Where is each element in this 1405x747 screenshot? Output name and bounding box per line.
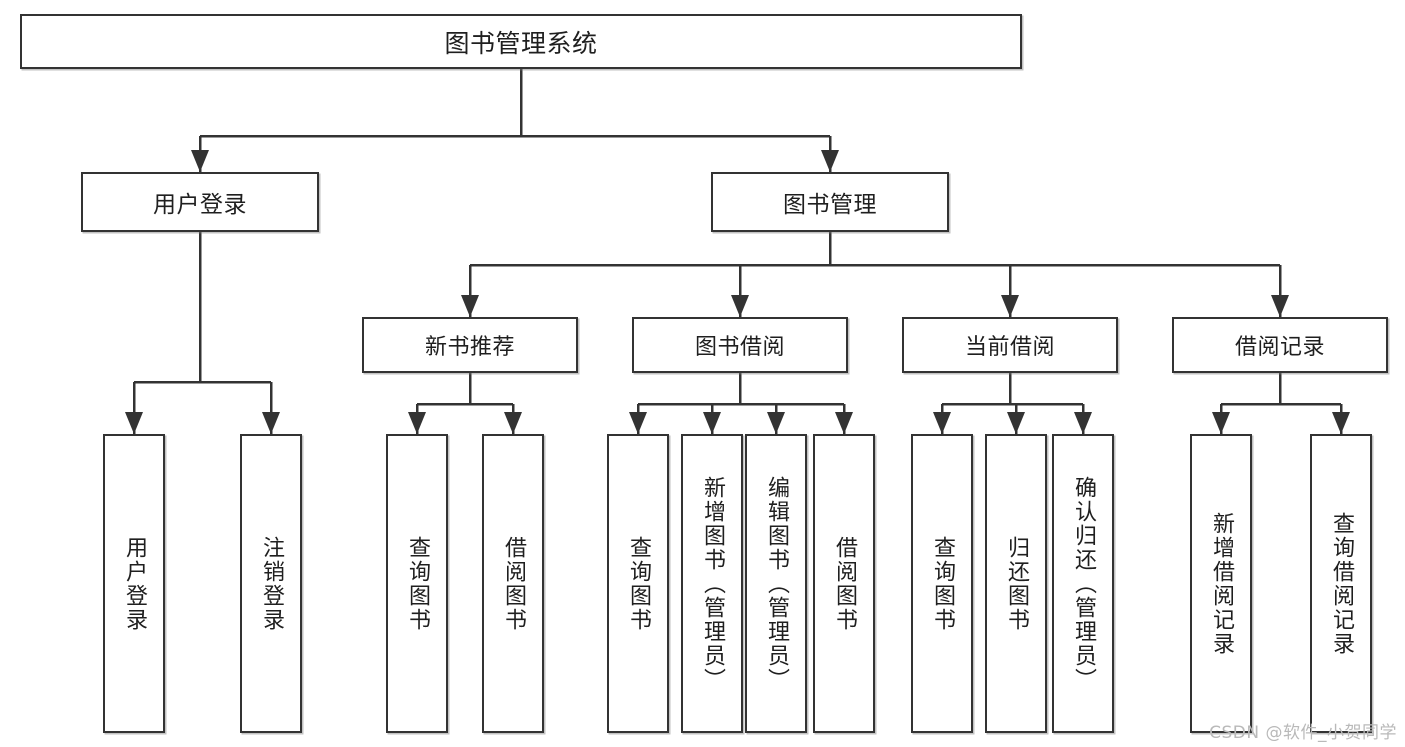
node-leaf-query-record[interactable]: 查询借阅记录 [1310,434,1372,733]
node-label-user-login: 用户登录 [153,192,247,218]
node-label-leaf-query-record: 查询借阅记录 [1329,511,1354,656]
arrowhead-book-borrow-0 [629,412,647,434]
arrowhead-root-1 [821,150,839,172]
node-leaf-add-record[interactable]: 新增借阅记录 [1190,434,1252,733]
node-leaf-query-book-3[interactable]: 查询图书 [911,434,973,733]
node-label-leaf-user-logout: 注销登录 [259,535,284,632]
node-label-borrow-record: 借阅记录 [1234,335,1325,360]
node-label-root: 图书管理系统 [444,28,598,58]
node-label-leaf-query-book-1: 查询图书 [405,535,430,632]
node-label-leaf-borrow-book-2: 借阅图书 [832,535,857,632]
node-leaf-query-book-2[interactable]: 查询图书 [607,434,669,733]
node-leaf-user-login[interactable]: 用户登录 [103,434,165,733]
node-label-book-manage: 图书管理 [783,192,877,218]
node-root[interactable]: 图书管理系统 [20,14,1022,69]
node-borrow-record[interactable]: 借阅记录 [1172,317,1388,373]
node-label-leaf-edit-book: 编辑图书（管理员） [764,475,789,692]
arrowhead-borrow-record-1 [1332,412,1350,434]
arrowhead-current-borrow-0 [933,412,951,434]
arrowhead-user-login-0 [125,412,143,434]
node-user-login[interactable]: 用户登录 [81,172,319,232]
node-label-leaf-query-book-3: 查询图书 [930,535,955,632]
node-label-leaf-borrow-book-1: 借阅图书 [501,535,526,632]
node-label-leaf-query-book-2: 查询图书 [626,535,651,632]
arrowhead-book-manage-3 [1271,295,1289,317]
node-label-leaf-confirm-return: 确认归还（管理员） [1071,475,1096,692]
node-leaf-borrow-book-2[interactable]: 借阅图书 [813,434,875,733]
node-leaf-query-book-1[interactable]: 查询图书 [386,434,448,733]
arrowhead-current-borrow-1 [1007,412,1025,434]
node-leaf-borrow-book-1[interactable]: 借阅图书 [482,434,544,733]
arrowhead-root-0 [191,150,209,172]
node-label-current-borrow: 当前借阅 [964,335,1055,360]
node-leaf-return-book[interactable]: 归还图书 [985,434,1047,733]
node-leaf-add-book[interactable]: 新增图书（管理员） [681,434,743,733]
arrowhead-borrow-record-0 [1212,412,1230,434]
node-label-leaf-return-book: 归还图书 [1004,535,1029,632]
node-label-new-book-rec: 新书推荐 [424,335,515,360]
arrowhead-new-book-rec-0 [408,412,426,434]
node-book-borrow[interactable]: 图书借阅 [632,317,848,373]
arrowhead-user-login-1 [262,412,280,434]
arrowhead-book-borrow-1 [703,412,721,434]
arrowhead-book-borrow-2 [767,412,785,434]
node-label-leaf-add-record: 新增借阅记录 [1209,511,1234,656]
node-current-borrow[interactable]: 当前借阅 [902,317,1118,373]
arrowhead-book-manage-2 [1001,295,1019,317]
node-label-leaf-add-book: 新增图书（管理员） [700,475,725,692]
node-new-book-rec[interactable]: 新书推荐 [362,317,578,373]
node-leaf-edit-book[interactable]: 编辑图书（管理员） [745,434,807,733]
node-leaf-confirm-return[interactable]: 确认归还（管理员） [1052,434,1114,733]
watermark-text: CSDN @软件_小贺同学 [1209,723,1397,743]
arrowhead-book-borrow-3 [835,412,853,434]
arrowhead-book-manage-1 [731,295,749,317]
arrowhead-book-manage-0 [461,295,479,317]
arrowhead-current-borrow-2 [1074,412,1092,434]
arrowhead-new-book-rec-1 [504,412,522,434]
node-book-manage[interactable]: 图书管理 [711,172,949,232]
node-label-leaf-user-login: 用户登录 [122,535,147,632]
node-leaf-user-logout[interactable]: 注销登录 [240,434,302,733]
node-label-book-borrow: 图书借阅 [694,335,785,360]
